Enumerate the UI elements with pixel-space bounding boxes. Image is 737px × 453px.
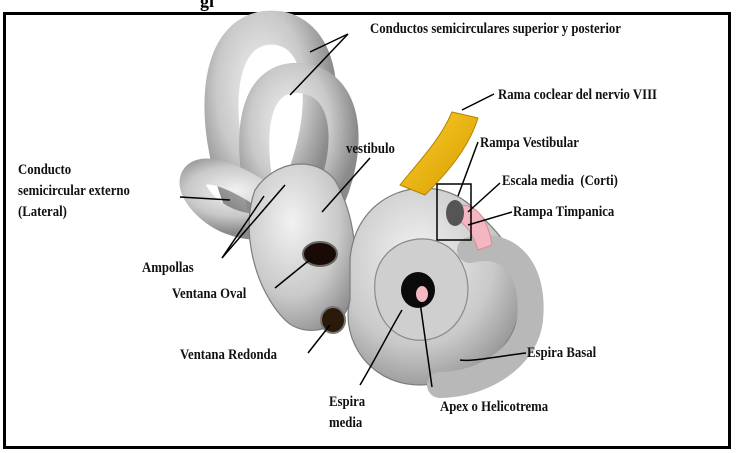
label-ampollas: Ampollas: [142, 259, 194, 278]
vestibule-body: [249, 164, 355, 330]
round-window: [321, 307, 345, 333]
label-rama-coclear: Rama coclear del nervio VIII: [498, 86, 657, 105]
label-ventana-redonda: Ventana Redonda: [180, 346, 277, 365]
label-rampa-vestibular: Rampa Vestibular: [480, 134, 579, 153]
label-escala-media: Escala media (Corti): [502, 172, 618, 191]
cross-section-detail: [446, 200, 464, 226]
helicotrema-pink: [416, 286, 428, 302]
cochlear-nerve: [400, 112, 478, 195]
label-semicircular-sup-post: Conductos semicirculares superior y post…: [370, 20, 621, 39]
label-espira-basal: Espira Basal: [527, 344, 596, 363]
label-apex: Apex o Helicotrema: [440, 398, 548, 417]
leader-rama-coclear: [462, 94, 494, 110]
label-espira-media: Espira media: [329, 392, 365, 434]
label-ventana-oval: Ventana Oval: [172, 285, 246, 304]
leader-escala-media: [468, 183, 500, 212]
label-vestibulo: vestibulo: [346, 140, 395, 159]
label-rampa-timpanica: Rampa Timpanica: [513, 203, 614, 222]
oval-window: [303, 242, 337, 266]
label-conducto-externo: Conducto semicircular externo (Lateral): [18, 160, 130, 223]
